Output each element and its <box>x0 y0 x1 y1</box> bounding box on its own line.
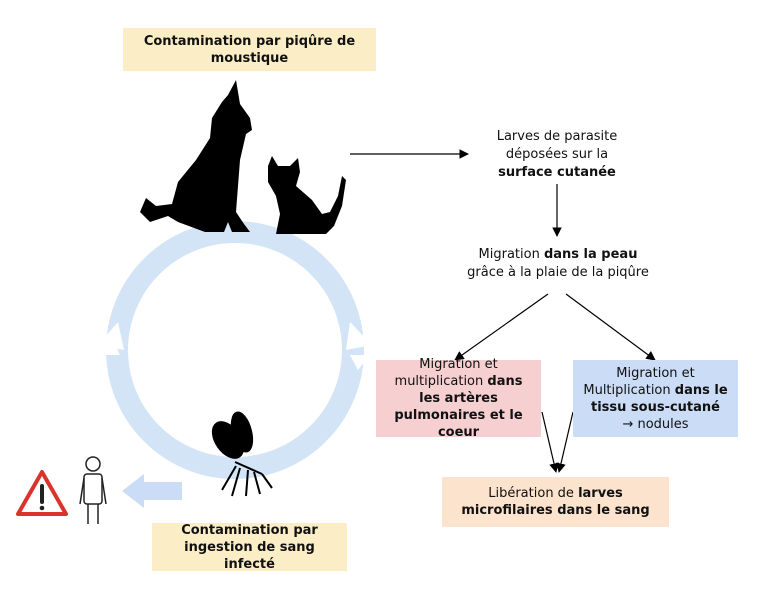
top-label: Contamination par piqûre de moustique <box>123 28 376 71</box>
step-migration: Migration dans la peau grâce à la plaie … <box>467 247 649 280</box>
step-subcutaneous: Migration et Multiplication dans le tiss… <box>573 360 738 437</box>
step-larvae: Larves de parasite déposées sur la surfa… <box>496 129 618 180</box>
step-release: Libération de larves microfilaires dans … <box>442 477 669 527</box>
bottom-label: Contamination par ingestion de sang infe… <box>152 523 347 572</box>
step-arteries: Migration et multiplication dans les art… <box>376 357 541 440</box>
